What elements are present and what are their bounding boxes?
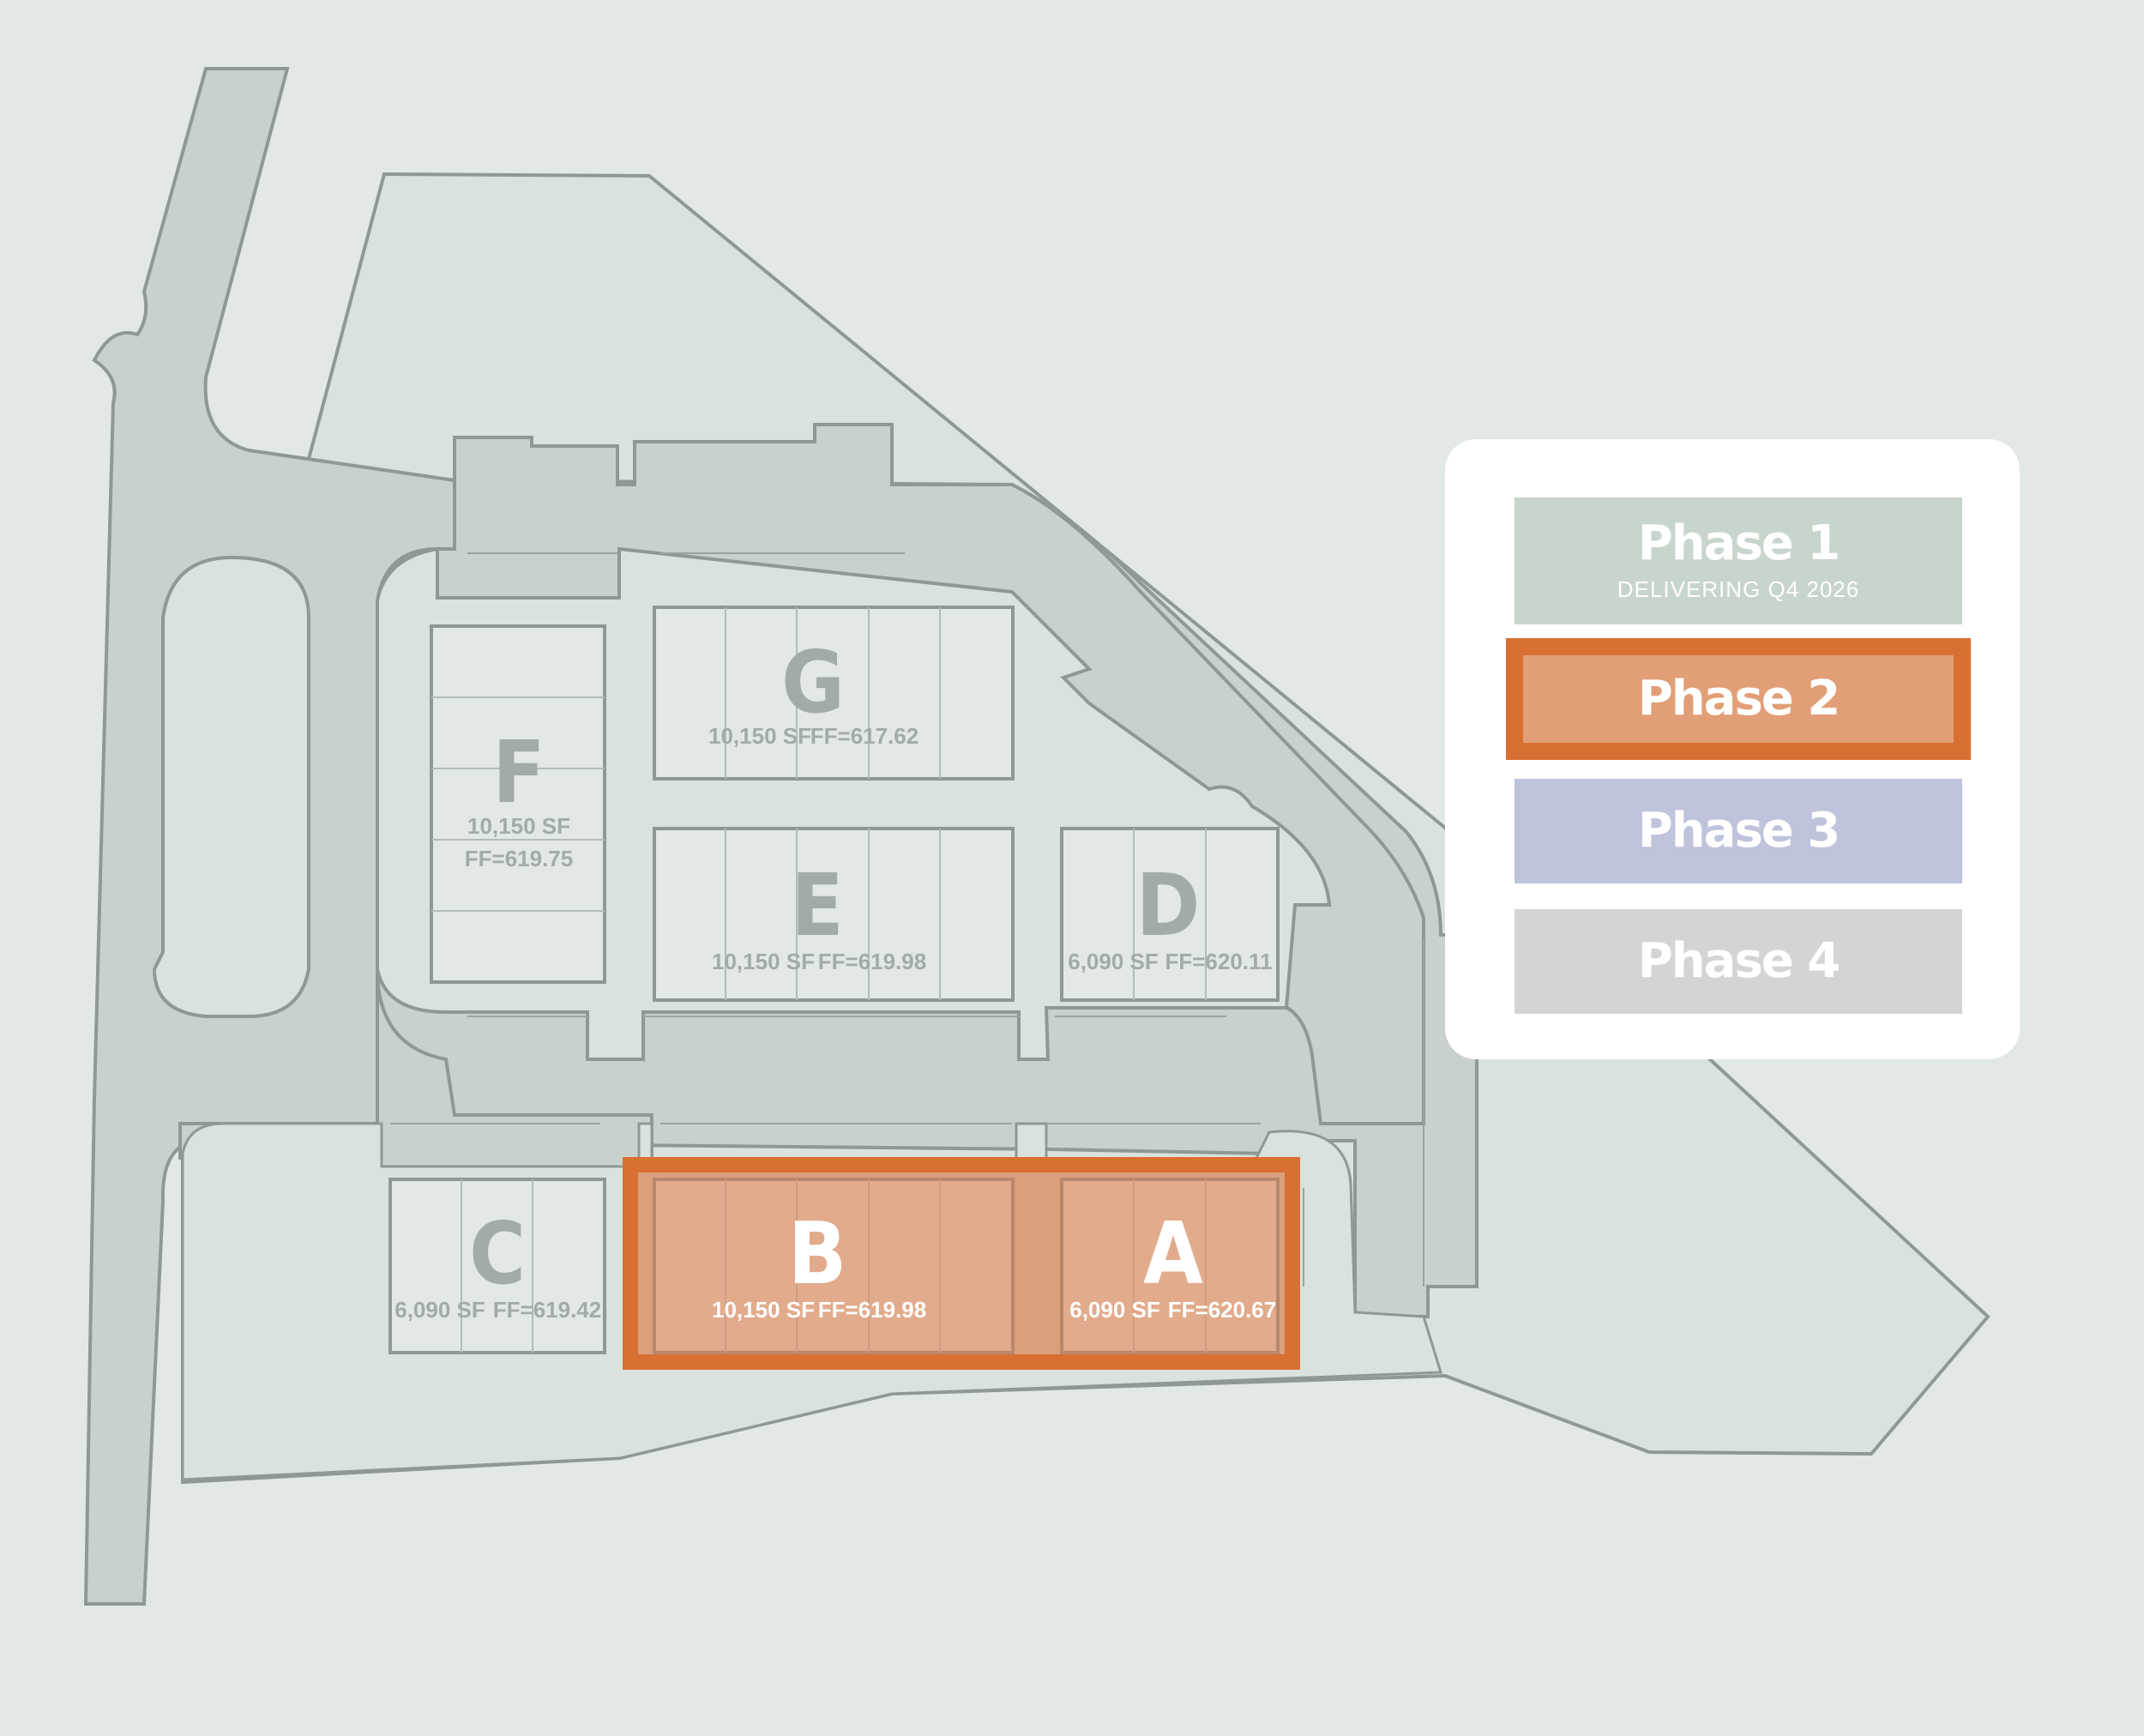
building-F-letter: F xyxy=(492,722,545,823)
legend-phase-1[interactable]: Phase 1 DELIVERING Q4 2026 xyxy=(1515,497,1962,624)
building-A-letter: A xyxy=(1143,1203,1203,1304)
building-D-letter: D xyxy=(1136,855,1201,955)
legend-phase-2[interactable]: Phase 2 xyxy=(1506,638,1971,760)
building-G[interactable]: G 10,150 SF FF=617.62 xyxy=(653,606,1015,781)
phase-3-title: Phase 3 xyxy=(1637,803,1840,859)
phase-2-title: Phase 2 xyxy=(1637,671,1840,726)
building-G-letter: G xyxy=(781,632,845,732)
legend-phase-4[interactable]: Phase 4 xyxy=(1515,909,1962,1014)
phase-1-title: Phase 1 xyxy=(1637,515,1840,571)
building-B-letter: B xyxy=(788,1203,847,1304)
building-G-sf: 10,150 SF xyxy=(708,723,811,749)
building-C-sf: 6,090 SF xyxy=(394,1297,485,1323)
building-D[interactable]: D 6,090 SF FF=620.11 xyxy=(1060,827,1280,1002)
building-G-ff: FF=617.62 xyxy=(810,723,918,749)
building-B[interactable]: B 10,150 SF FF=619.98 xyxy=(653,1178,1015,1354)
legend-phase-3[interactable]: Phase 3 xyxy=(1515,779,1962,883)
building-A-ff: FF=620.67 xyxy=(1168,1297,1276,1323)
building-E-ff: FF=619.98 xyxy=(818,949,926,974)
phase-4-title: Phase 4 xyxy=(1637,933,1840,989)
building-C-letter: C xyxy=(469,1203,526,1304)
building-D-sf: 6,090 SF xyxy=(1068,949,1159,974)
building-F[interactable]: F 10,150 SF FF=619.75 xyxy=(430,624,606,984)
building-C-ff: FF=619.42 xyxy=(493,1297,601,1323)
building-E-letter: E xyxy=(791,855,843,955)
building-F-ff: FF=619.75 xyxy=(465,846,573,871)
phase-legend: Phase 1 DELIVERING Q4 2026 Phase 2 Phase… xyxy=(1445,439,2020,1059)
parking-stalls xyxy=(390,552,1424,1287)
building-B-sf: 10,150 SF xyxy=(712,1297,815,1323)
phase-1-subtitle: DELIVERING Q4 2026 xyxy=(1617,576,1860,602)
landscape-island-west xyxy=(152,555,310,1018)
building-B-ff: FF=619.98 xyxy=(818,1297,926,1323)
building-E[interactable]: E 10,150 SF FF=619.98 xyxy=(653,827,1015,1002)
building-C[interactable]: C 6,090 SF FF=619.42 xyxy=(388,1178,606,1354)
building-A-sf: 6,090 SF xyxy=(1069,1297,1160,1323)
building-D-ff: FF=620.11 xyxy=(1165,949,1272,974)
building-F-sf: 10,150 SF xyxy=(467,813,570,839)
building-A[interactable]: A 6,090 SF FF=620.67 xyxy=(1060,1178,1280,1354)
building-E-sf: 10,150 SF xyxy=(712,949,815,974)
